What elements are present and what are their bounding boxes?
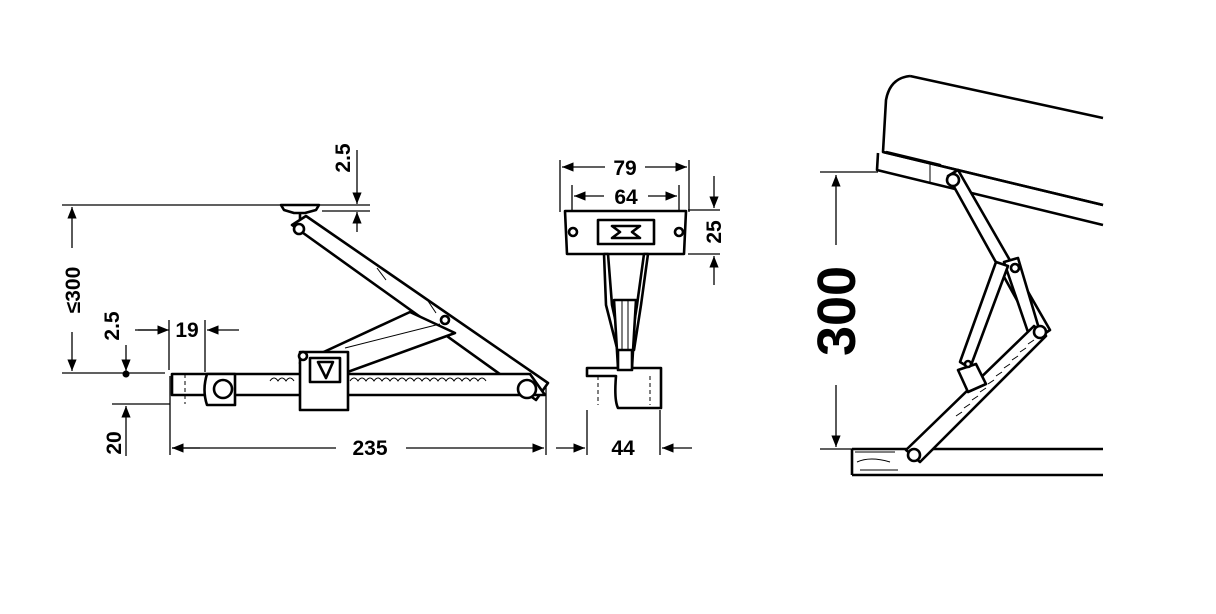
dim-base-height: 20	[103, 406, 131, 456]
installed-view: 300	[807, 74, 1104, 477]
dim-base-width: 44	[556, 437, 692, 460]
plate-height-label: 25	[703, 220, 726, 244]
dim-max-height: ≤300	[62, 207, 85, 371]
bottom-gap-label: 2.5	[101, 311, 124, 341]
base-width-label: 44	[611, 437, 635, 460]
outer-width-label: 79	[613, 157, 636, 180]
offset-label: 19	[175, 319, 198, 342]
front-view: 79 64 25 44	[556, 157, 726, 460]
top-gap-label: 2.5	[332, 143, 355, 173]
hole-spacing-label: 64	[614, 186, 638, 209]
dim-bottom-gap: 2.5	[101, 311, 131, 378]
side-view: ≤300 2.5 2.5 19 20	[62, 143, 550, 460]
base-height-label: 20	[103, 431, 126, 454]
dim-outer-width: 79	[562, 157, 687, 180]
dim-offset: 19	[135, 319, 239, 370]
dim-plate-height: 25	[703, 176, 726, 285]
datum-dot	[122, 370, 130, 378]
fitting-front	[563, 209, 688, 410]
max-height-label: ≤300	[62, 267, 85, 314]
dim-length: 235	[172, 437, 544, 460]
dim-lift-height: 300	[807, 175, 867, 447]
length-label: 235	[352, 437, 387, 460]
dim-top-gap: 2.5	[332, 143, 362, 232]
lift-height-label: 300	[807, 266, 867, 356]
dim-hole-spacing: 64	[574, 186, 677, 209]
fitting-installed-mechanism	[904, 168, 1052, 464]
fitting-side-mechanism	[170, 203, 550, 412]
